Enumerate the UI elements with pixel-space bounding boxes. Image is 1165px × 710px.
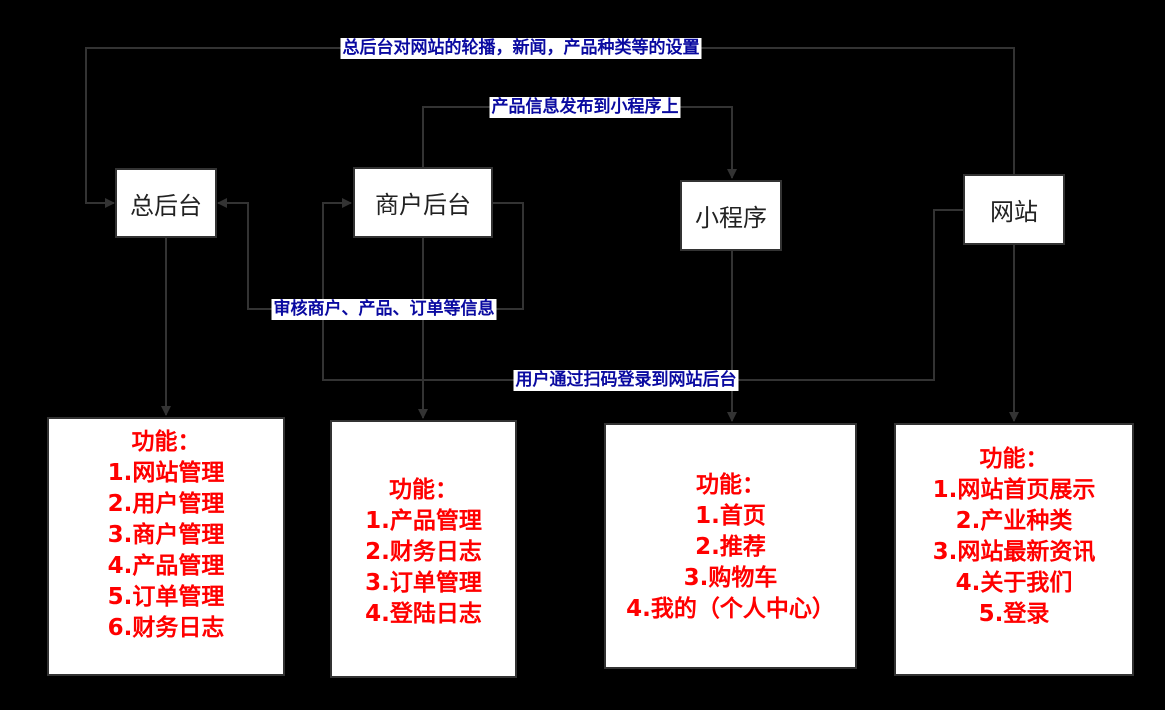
feature-list-website: 1.网站首页展示 2.产业种类 3.网站最新资讯 4.关于我们 5.登录 [933,475,1096,630]
feature-box-merchant: 功能： 1.产品管理 2.财务日志 3.订单管理 4.登陆日志 [330,420,517,678]
feature-item: 4.关于我们 [955,570,1073,596]
node-website: 网站 [963,174,1065,245]
feature-item: 6.财务日志 [107,615,225,641]
feature-item: 1.网站首页展示 [932,477,1096,503]
node-miniprogram-label: 小程序 [695,204,767,232]
node-admin-label: 总后台 [130,191,202,220]
feature-item: 2.推荐 [695,534,766,560]
feature-box-website: 功能： 1.网站首页展示 2.产业种类 3.网站最新资讯 4.关于我们 5.登录 [894,423,1134,676]
feature-item: 5.登录 [978,601,1050,627]
feature-item: 5.订单管理 [107,584,225,610]
feature-title-admin: 功能： [131,429,201,455]
feature-item: 2.产业种类 [955,508,1073,534]
node-merchant-label: 商户后台 [375,191,471,219]
feature-item: 1.产品管理 [365,508,482,534]
feature-list-merchant: 1.产品管理 2.财务日志 3.订单管理 4.登陆日志 [365,506,482,630]
feature-item: 4.产品管理 [107,553,225,579]
feature-title-merchant: 功能： [389,477,458,503]
feature-item: 3.订单管理 [365,570,482,596]
node-website-label: 网站 [990,198,1038,226]
edge-admin-settings [85,47,1015,208]
feature-box-miniprogram: 功能： 1.首页 2.推荐 3.购物车 4.我的（个人中心） [604,423,857,669]
feature-box-admin: 功能： 1.网站管理 2.用户管理 3.商户管理 4.产品管理 5.订单管理 6… [47,417,285,676]
feature-item: 3.商户管理 [107,522,225,548]
node-admin: 总后台 [115,168,217,238]
feature-item: 4.登陆日志 [365,601,482,627]
feature-item: 4.我的（个人中心） [626,596,835,622]
node-merchant: 商户后台 [353,167,493,238]
edge-label-publish-products: 产品信息发布到小程序上 [489,97,681,118]
edge-label-review-info: 审核商户、产品、订单等信息 [271,299,497,320]
edge-label-scan-login: 用户通过扫码登录到网站后台 [513,370,739,391]
feature-item: 2.用户管理 [107,491,225,517]
feature-item: 2.财务日志 [365,539,482,565]
feature-item: 1.网站管理 [107,460,225,486]
edge-label-admin-settings: 总后台对网站的轮播，新闻，产品种类等的设置 [340,38,702,59]
feature-list-miniprogram: 1.首页 2.推荐 3.购物车 4.我的（个人中心） [626,501,835,625]
feature-item: 3.网站最新资讯 [932,539,1096,565]
feature-item: 1.首页 [695,503,766,529]
feature-title-website: 功能： [979,446,1049,472]
feature-title-miniprogram: 功能： [696,472,765,498]
node-miniprogram: 小程序 [680,180,782,251]
feature-item: 3.购物车 [683,565,778,591]
feature-list-admin: 1.网站管理 2.用户管理 3.商户管理 4.产品管理 5.订单管理 6.财务日… [108,458,225,644]
